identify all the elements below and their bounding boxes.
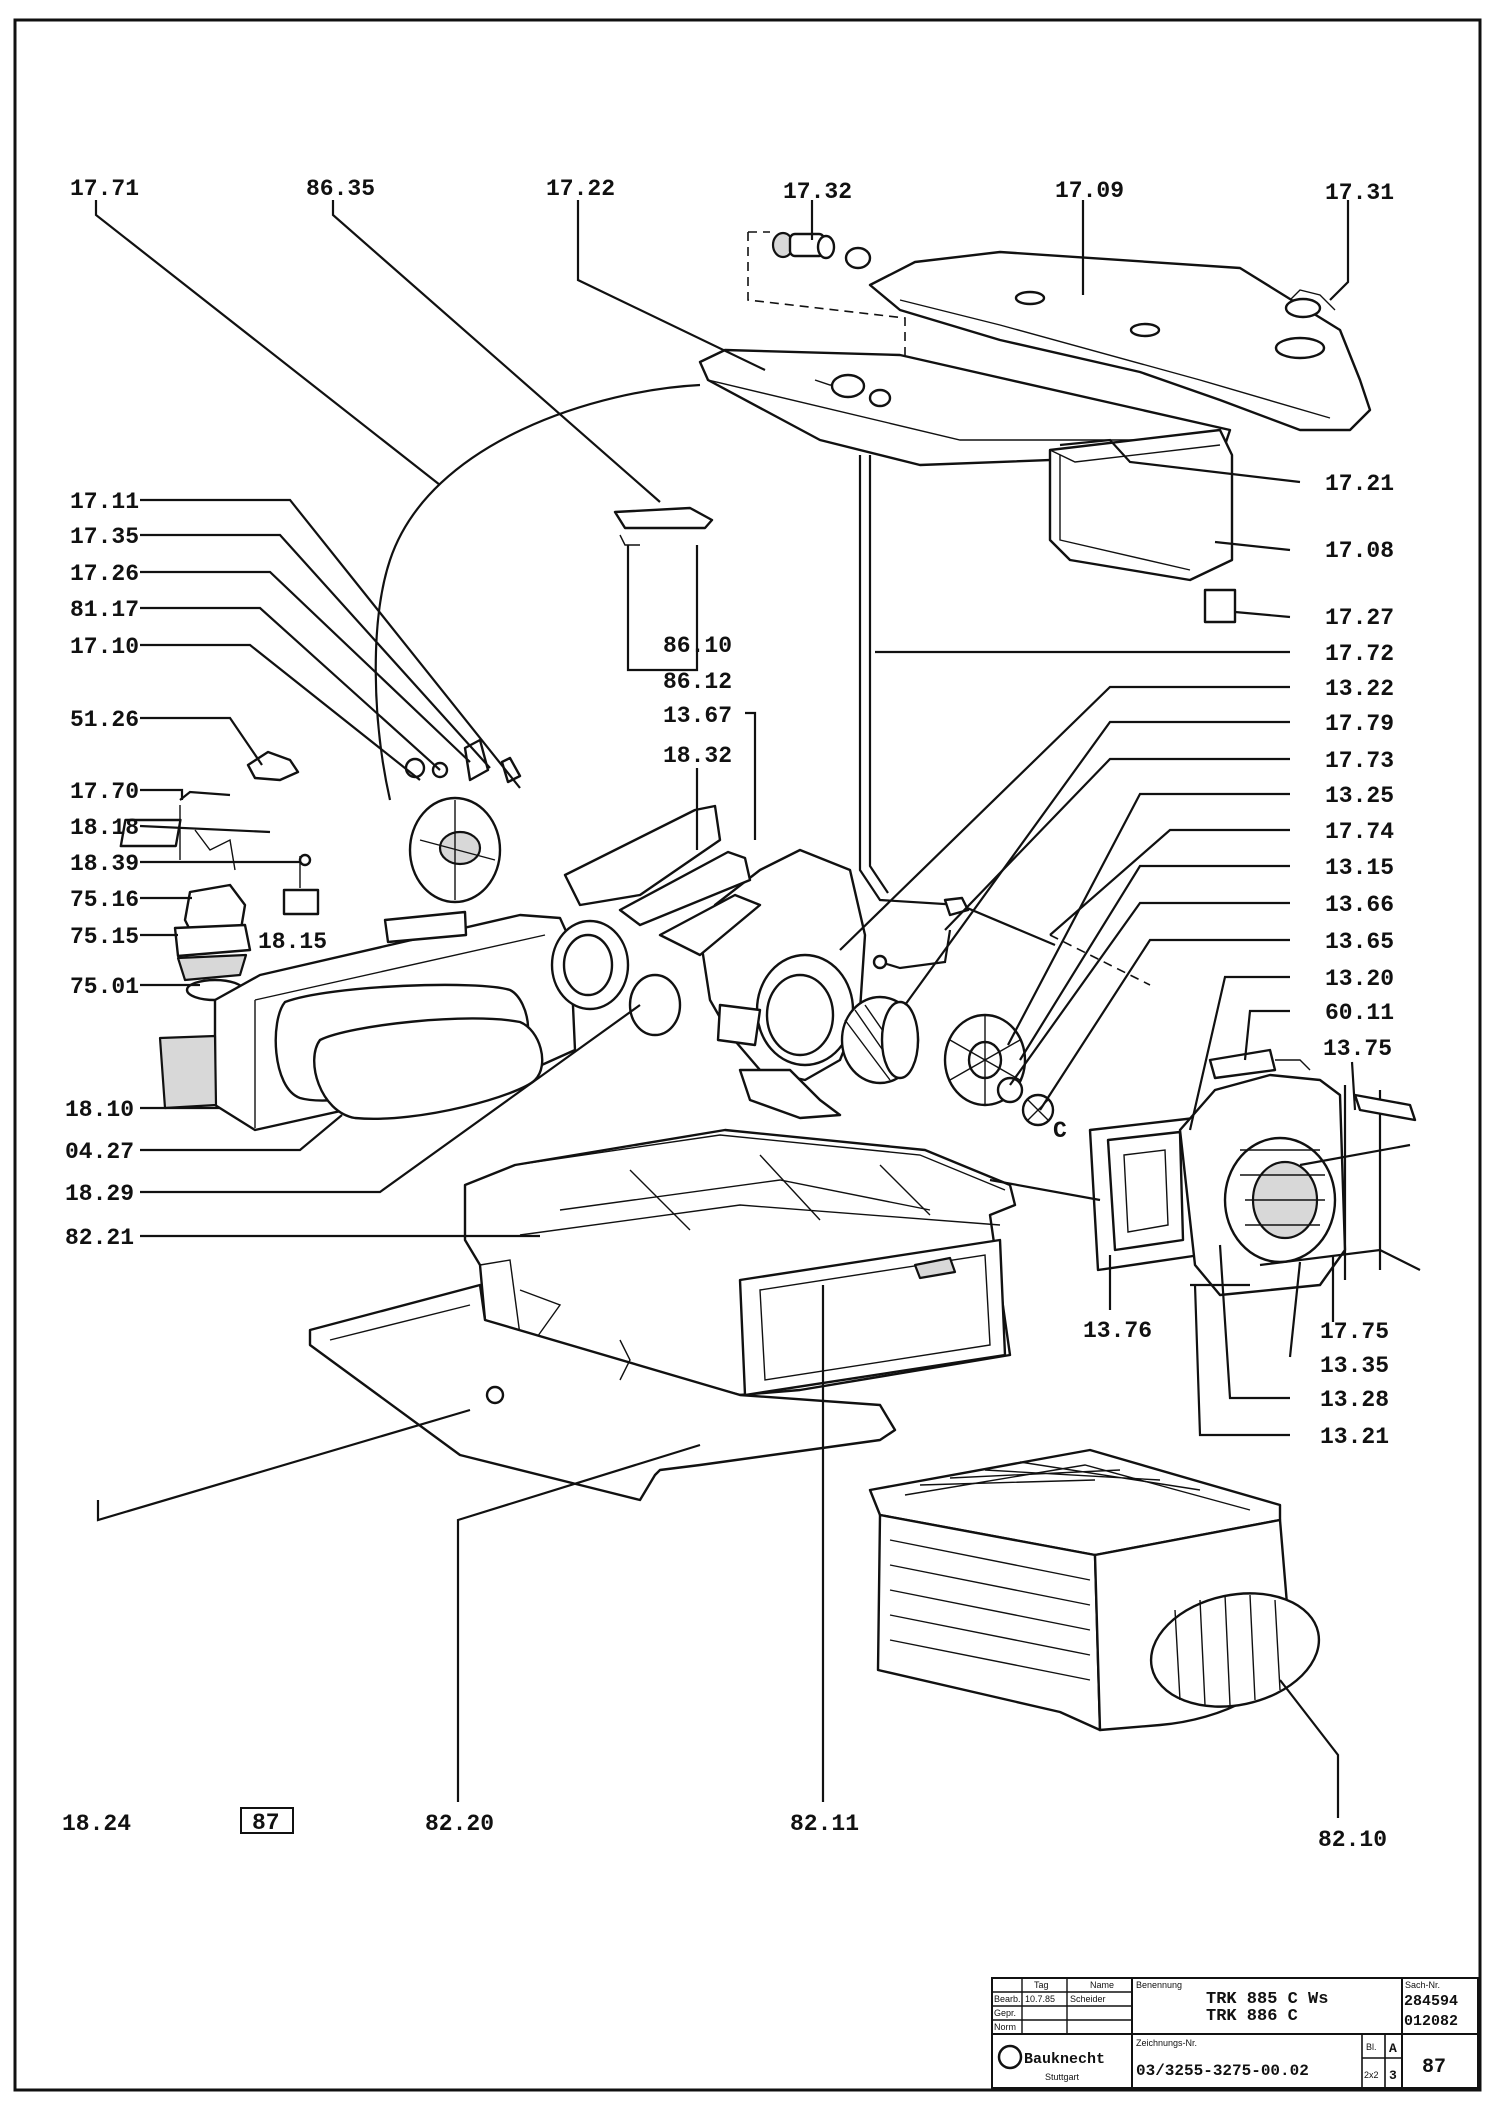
sheet-value: 2x2	[1364, 2070, 1379, 2080]
model-line-2: TRK 886 C	[1206, 2007, 1298, 2026]
label-17-71: 17.71	[70, 176, 139, 202]
label-17-21: 17.21	[1325, 471, 1394, 497]
label-13-28: 13.28	[1320, 1387, 1389, 1413]
label-17-11: 17.11	[70, 489, 139, 515]
label-17-26: 17.26	[70, 561, 139, 587]
sheet-label: Bl.	[1366, 2042, 1377, 2052]
page-badge: 87	[252, 1810, 280, 1836]
label-75-01: 75.01	[70, 974, 139, 1000]
label-18-39: 18.39	[70, 851, 139, 877]
label-13-25: 13.25	[1325, 783, 1394, 809]
label-c: C	[1053, 1118, 1067, 1144]
label-17-10: 17.10	[70, 634, 139, 660]
label-82-10: 82.10	[1318, 1827, 1387, 1853]
label-13-22: 13.22	[1325, 676, 1394, 702]
label-17-79: 17.79	[1325, 711, 1394, 737]
benennung-label: Benennung	[1136, 1980, 1182, 1990]
brand-name: Bauknecht	[1024, 2051, 1105, 2068]
label-17-32: 17.32	[783, 179, 852, 205]
label-13-21: 13.21	[1320, 1424, 1389, 1450]
title-block: Tag Name Bearb. Gepr. Norm 10.7.85 Schei…	[991, 1977, 1479, 2089]
date-value: 10.7.85	[1025, 1994, 1055, 2004]
label-60-11: 60.11	[1325, 1000, 1394, 1026]
label-17-73: 17.73	[1325, 748, 1394, 774]
label-17-35: 17.35	[70, 524, 139, 550]
col-label-tag: Tag	[1034, 1980, 1049, 1990]
label-13-65: 13.65	[1325, 929, 1394, 955]
name-value: Scheider	[1070, 1994, 1106, 2004]
part-drawings	[119, 231, 1421, 1732]
label-17-09: 17.09	[1055, 178, 1124, 204]
label-17-72: 17.72	[1325, 641, 1394, 667]
label-17-31: 17.31	[1325, 180, 1394, 206]
label-18-32: 18.32	[663, 743, 732, 769]
label-75-15: 75.15	[70, 924, 139, 950]
drawing-frame	[13, 18, 1482, 2092]
label-04-27: 04.27	[65, 1139, 134, 1165]
code-1: 284594	[1404, 1993, 1458, 2010]
label-18-29: 18.29	[65, 1181, 134, 1207]
row-label-gepr: Gepr.	[994, 2008, 1016, 2018]
label-17-08: 17.08	[1325, 538, 1394, 564]
row-label-bearb: Bearb.	[994, 1994, 1021, 2004]
label-86-10: 86.10	[663, 633, 732, 659]
label-18-10: 18.10	[65, 1097, 134, 1123]
label-17-70: 17.70	[70, 779, 139, 805]
label-17-22: 17.22	[546, 176, 615, 202]
label-75-16: 75.16	[70, 887, 139, 913]
col-label-name: Name	[1090, 1980, 1114, 1990]
label-18-24: 18.24	[62, 1811, 131, 1837]
rev-label: A	[1389, 2041, 1397, 2056]
label-18-18: 18.18	[70, 815, 139, 841]
leader-lines	[94, 200, 1357, 1818]
code-2: 012082	[1404, 2013, 1458, 2030]
label-13-67: 13.67	[663, 703, 732, 729]
label-13-15: 13.15	[1325, 855, 1394, 881]
label-13-75: 13.75	[1323, 1036, 1392, 1062]
page-number: 87	[1422, 2056, 1446, 2079]
label-13-76: 13.76	[1083, 1318, 1152, 1344]
label-17-75: 17.75	[1320, 1319, 1389, 1345]
label-13-66: 13.66	[1325, 892, 1394, 918]
label-82-21: 82.21	[65, 1225, 134, 1251]
label-86-35: 86.35	[306, 176, 375, 202]
label-17-74: 17.74	[1325, 819, 1394, 845]
label-17-27: 17.27	[1325, 605, 1394, 631]
label-82-20: 82.20	[425, 1811, 494, 1837]
drawing-number: 03/3255-3275-00.02	[1136, 2062, 1309, 2080]
label-86-12: 86.12	[663, 669, 732, 695]
label-18-15: 18.15	[258, 929, 327, 955]
part-number-labels: 17.71 86.35 17.22 17.32 17.09 17.31 17.2…	[62, 176, 1394, 1853]
label-13-35: 13.35	[1320, 1353, 1389, 1379]
brand-city: Stuttgart	[1045, 2072, 1080, 2082]
row-label-norm: Norm	[994, 2022, 1016, 2032]
zeichnung-label: Zeichnungs-Nr.	[1136, 2038, 1197, 2048]
brand-logo-icon	[997, 2044, 1023, 2070]
label-51-26: 51.26	[70, 707, 139, 733]
sach-label: Sach-Nr.	[1405, 1980, 1440, 1990]
rev-value: 3	[1389, 2068, 1397, 2083]
label-13-20: 13.20	[1325, 966, 1394, 992]
page-badge-box	[240, 1807, 294, 1834]
model-line-1: TRK 885 C Ws	[1206, 1990, 1328, 2009]
label-81-17: 81.17	[70, 597, 139, 623]
label-82-11: 82.11	[790, 1811, 859, 1837]
